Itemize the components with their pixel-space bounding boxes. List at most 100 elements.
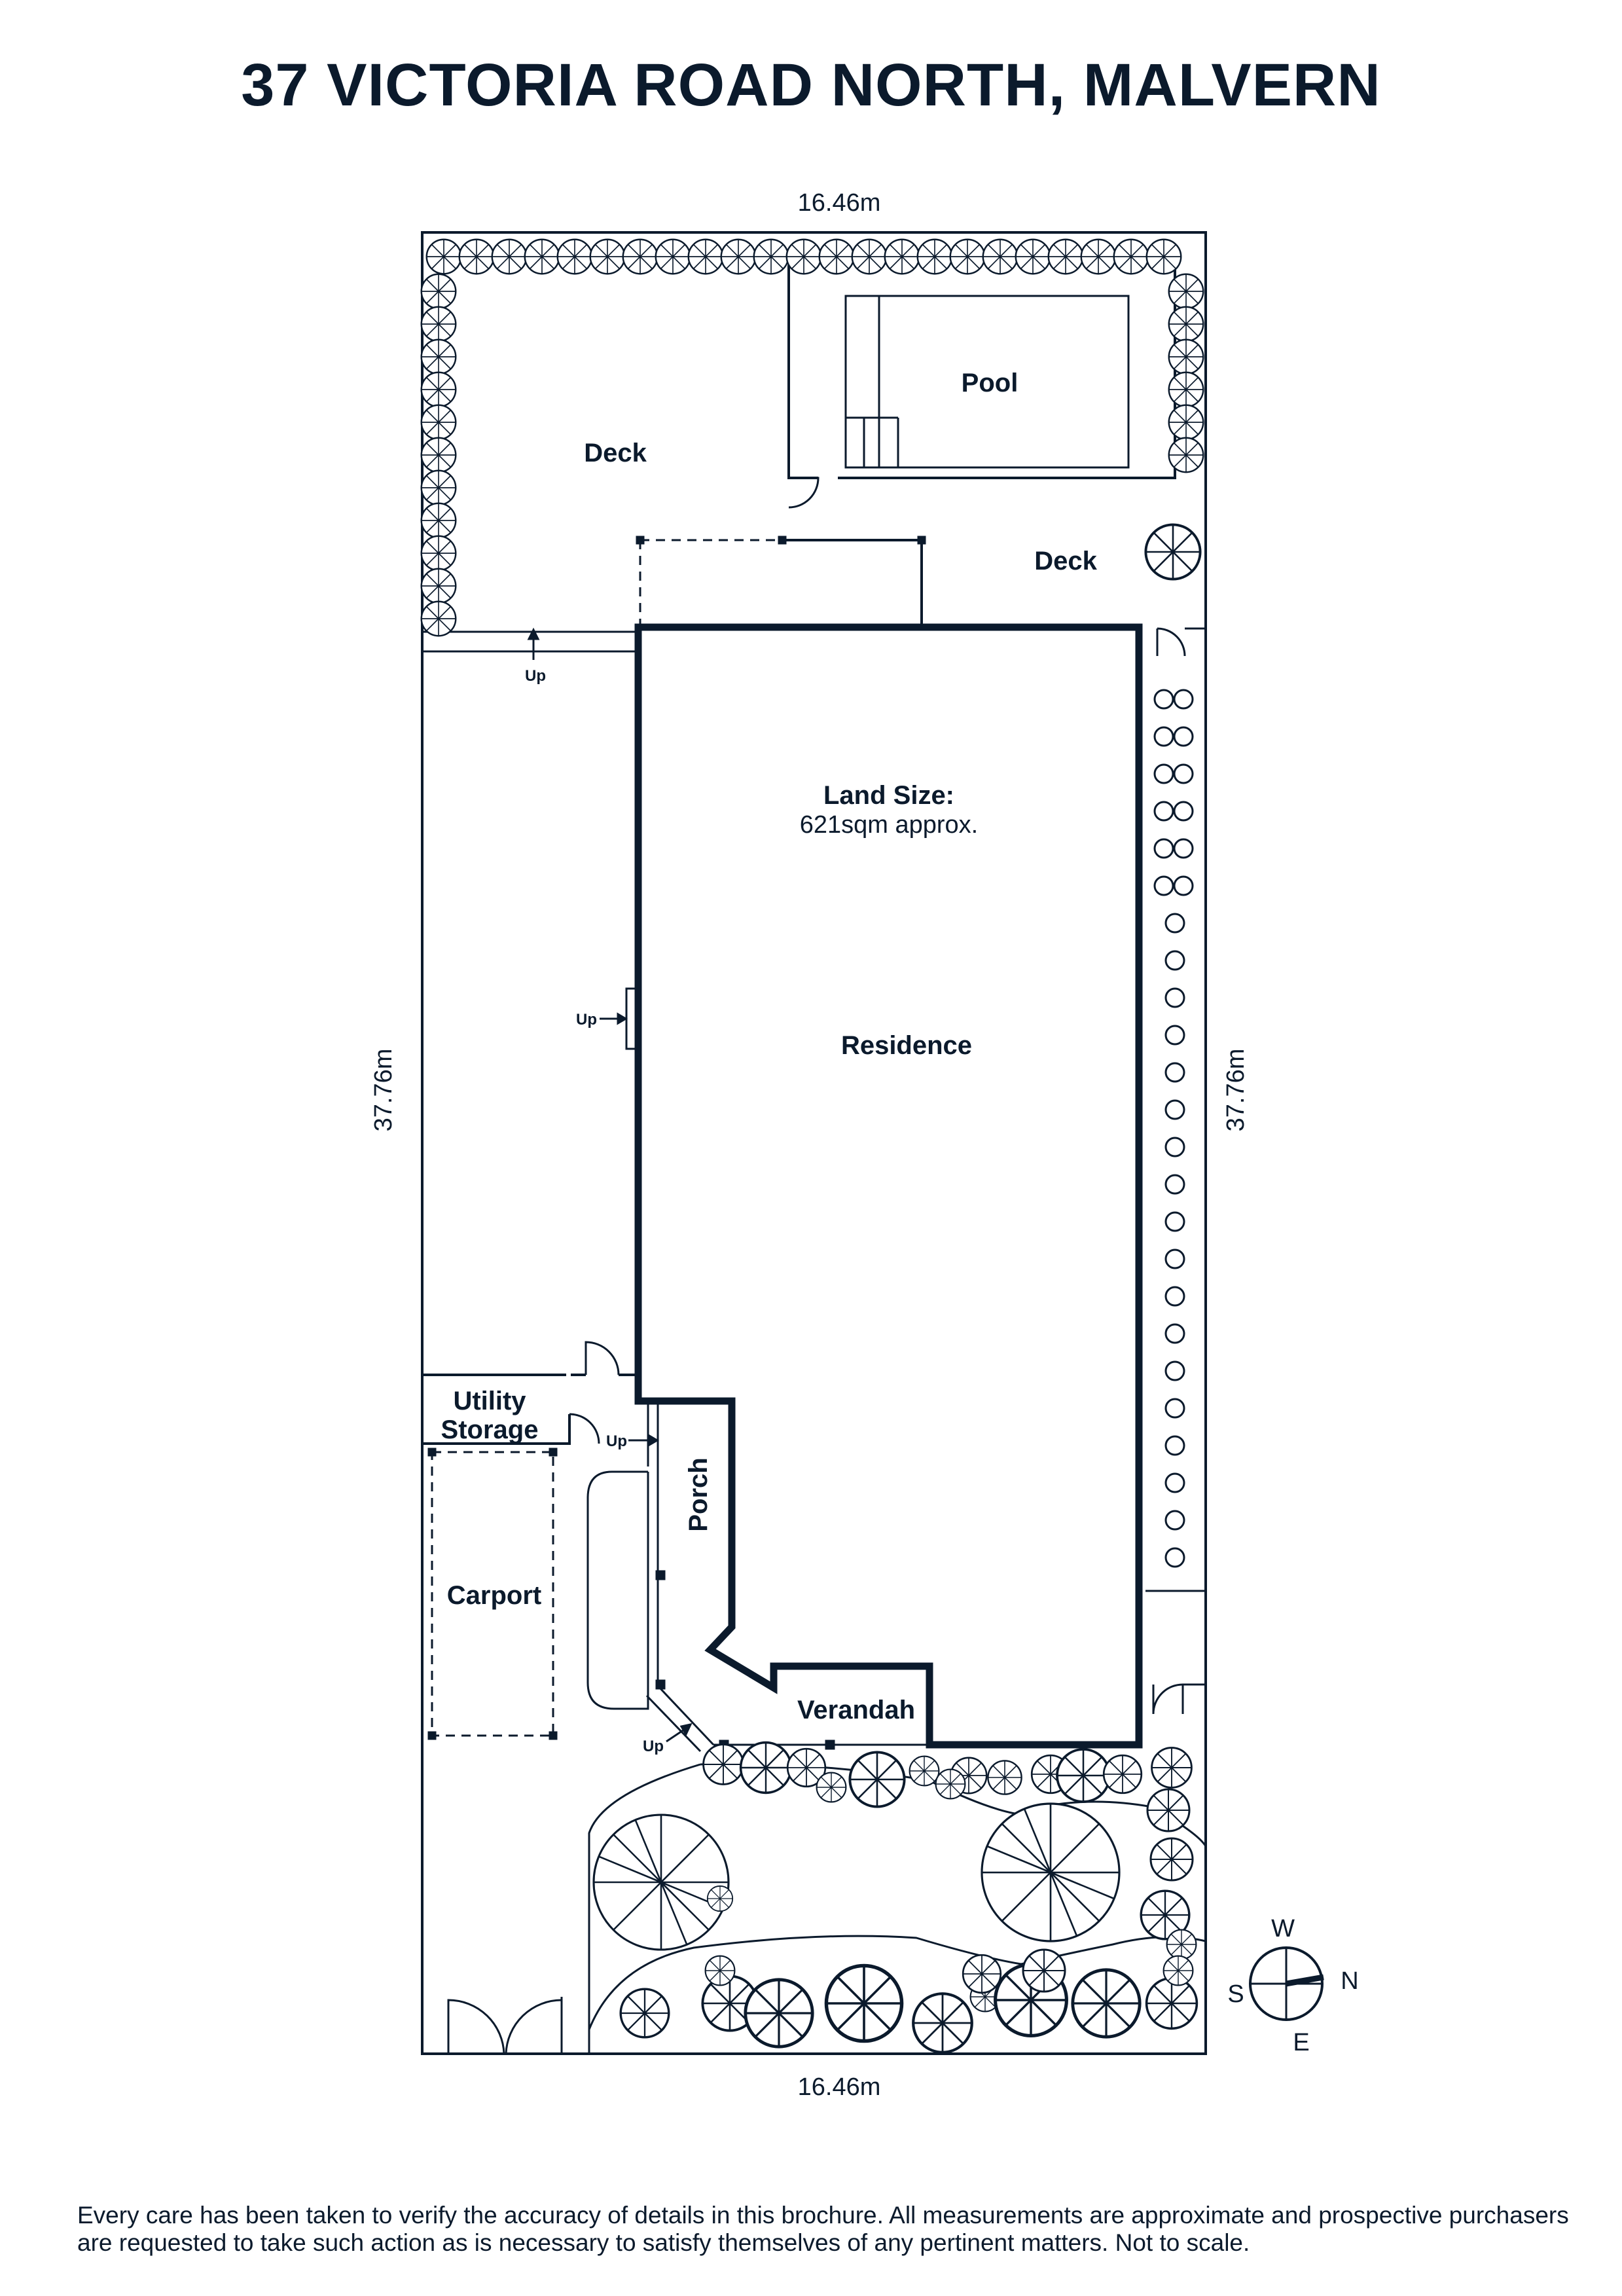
page-title: 37 VICTORIA ROAD NORTH, MALVERN bbox=[241, 52, 1381, 118]
shrub-icon bbox=[458, 238, 495, 275]
shrub-circle bbox=[1164, 1174, 1185, 1195]
shrub-icon bbox=[913, 1994, 972, 2052]
shrub-circle bbox=[1164, 1286, 1185, 1307]
shrub-icon bbox=[916, 238, 953, 275]
shrub-icon bbox=[491, 238, 528, 275]
shrub-icon bbox=[1144, 523, 1202, 581]
shrub-circle bbox=[1164, 1137, 1185, 1157]
shrub-icon bbox=[1168, 306, 1204, 342]
east-side-path bbox=[1145, 627, 1206, 1715]
shrub-icon bbox=[884, 238, 920, 275]
label-deck-west: Deck bbox=[584, 439, 647, 467]
tree-icon bbox=[592, 1813, 730, 1951]
shrub-circle bbox=[1153, 689, 1174, 710]
shrub-icon bbox=[619, 1988, 670, 2039]
shrub-icon bbox=[420, 502, 457, 539]
shrub-circle bbox=[1164, 913, 1185, 934]
shrub-icon bbox=[425, 238, 462, 275]
shrub-icon bbox=[420, 568, 457, 604]
label-storage: Storage bbox=[441, 1415, 539, 1444]
shrub-icon bbox=[949, 238, 986, 275]
shrub-circle bbox=[1164, 1099, 1185, 1120]
label-up-deck: Up bbox=[525, 667, 546, 685]
label-utility: Utility bbox=[453, 1387, 526, 1415]
shrub-icon bbox=[818, 238, 855, 275]
compass-south: S bbox=[1227, 1980, 1244, 2008]
rear-hedge-shrubs bbox=[420, 238, 1204, 637]
shrub-circle bbox=[1164, 1062, 1185, 1083]
shrub-icon bbox=[524, 238, 560, 275]
shrub-icon bbox=[1145, 1977, 1198, 2030]
shrub-icon bbox=[420, 306, 457, 342]
shrub-icon bbox=[987, 1760, 1022, 1795]
shrub-icon bbox=[851, 238, 888, 275]
shrub-icon bbox=[687, 238, 724, 275]
shrub-circle bbox=[1164, 1025, 1185, 1046]
shrub-circle bbox=[1164, 1547, 1185, 1568]
shrub-icon bbox=[1168, 338, 1204, 375]
shrub-icon bbox=[753, 238, 789, 275]
shrub-icon bbox=[1015, 238, 1051, 275]
shrub-icon bbox=[702, 1743, 744, 1785]
deck-step bbox=[422, 627, 638, 660]
dimension-right: 37.76m bbox=[1222, 1049, 1250, 1132]
shrub-icon bbox=[704, 1955, 736, 1986]
shrub-icon bbox=[420, 600, 457, 637]
shrub-icon bbox=[420, 535, 457, 572]
front-gate bbox=[422, 1997, 563, 2055]
label-carport: Carport bbox=[447, 1581, 541, 1610]
compass-west: W bbox=[1271, 1915, 1295, 1942]
compass-east: E bbox=[1293, 2029, 1309, 2056]
shrub-circle bbox=[1173, 875, 1194, 896]
verandah-step bbox=[666, 1722, 693, 1743]
shrub-icon bbox=[420, 273, 457, 310]
shrub-icon bbox=[589, 238, 626, 275]
shrub-icon bbox=[706, 1885, 734, 1912]
site-boundary bbox=[421, 231, 1207, 2055]
shrub-icon bbox=[1022, 1948, 1066, 1993]
side-door-step bbox=[600, 987, 637, 1050]
shrub-icon bbox=[420, 437, 457, 473]
shrub-icon bbox=[622, 238, 658, 275]
shrub-icon bbox=[1145, 238, 1182, 275]
shrub-circle bbox=[1164, 1323, 1185, 1344]
deck-pergola bbox=[636, 536, 926, 629]
shrub-icon bbox=[816, 1772, 847, 1803]
shrub-icon bbox=[655, 238, 691, 275]
shrub-icon bbox=[1151, 1747, 1193, 1789]
shrub-circle bbox=[1173, 763, 1194, 784]
shrub-icon bbox=[848, 1751, 906, 1808]
label-up-porch: Up bbox=[606, 1432, 627, 1450]
shrub-circle bbox=[1153, 875, 1174, 896]
shrub-circle bbox=[1164, 1360, 1185, 1381]
front-garden-trees bbox=[592, 1741, 1198, 2052]
shrub-icon bbox=[935, 1768, 966, 1800]
shrub-circle bbox=[1173, 726, 1194, 747]
shrub-icon bbox=[420, 371, 457, 408]
shrub-icon bbox=[739, 1741, 793, 1795]
shrub-circle bbox=[1164, 1510, 1185, 1531]
shrub-circle bbox=[1173, 801, 1194, 822]
shrub-circle bbox=[1164, 987, 1185, 1008]
shrub-icon bbox=[720, 238, 757, 275]
utility-storage bbox=[422, 1341, 638, 1445]
shrub-icon bbox=[1113, 238, 1149, 275]
tree-icon bbox=[981, 1802, 1121, 1942]
shrub-icon bbox=[1166, 1929, 1197, 1960]
shrub-icon bbox=[1047, 238, 1084, 275]
compass-north: N bbox=[1341, 1967, 1358, 1995]
shrub-icon bbox=[1146, 1788, 1191, 1832]
disclaimer: Every care has been taken to verify the … bbox=[77, 2202, 1569, 2256]
dimension-bottom: 16.46m bbox=[798, 2073, 881, 2101]
shrub-circle bbox=[1164, 1398, 1185, 1419]
porch bbox=[586, 1401, 929, 1753]
shrub-circle bbox=[1153, 801, 1174, 822]
shrub-icon bbox=[1162, 1955, 1194, 1986]
shrub-icon bbox=[1168, 437, 1204, 473]
shrub-icon bbox=[1168, 404, 1204, 441]
shrub-icon bbox=[909, 1755, 940, 1787]
shrub-circle bbox=[1164, 1248, 1185, 1269]
residence-outline bbox=[634, 623, 1143, 1749]
shrub-icon bbox=[826, 1965, 901, 2041]
